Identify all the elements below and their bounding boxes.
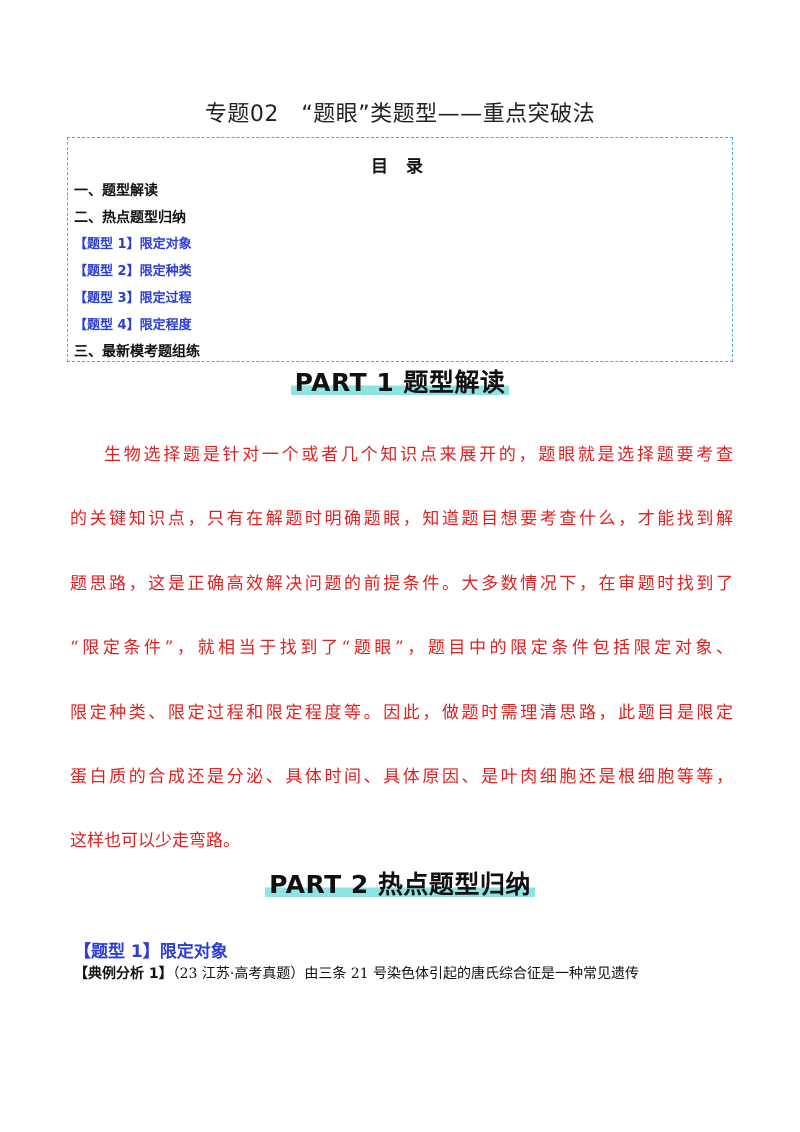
table-of-contents: 目 录 一、题型解读 二、热点题型归纳 【题型 1】限定对象 【题型 2】限定种… <box>67 137 733 362</box>
toc-item-type-4[interactable]: 【题型 4】限定程度 <box>74 318 192 333</box>
toc-item-section-2[interactable]: 二、热点题型归纳 <box>74 210 186 226</box>
intro-line: 限定种类、限定过程和限定程度等。因此，做题时需理清思路，此题目是限定 <box>70 703 733 723</box>
toc-item-type-2[interactable]: 【题型 2】限定种类 <box>74 264 192 279</box>
type1-heading: 【题型 1】限定对象 <box>74 942 228 962</box>
intro-line: 的关键知识点，只有在解题时明确题眼，知道题目想要考查什么，才能找到解 <box>70 509 733 529</box>
part1-banner: PART 1 题型解读 <box>0 368 800 398</box>
example-analysis-line: 【典例分析 1】（23 江苏·高考真题）由三条 21 号染色体引起的唐氏综合征是… <box>74 963 639 983</box>
document-title: 专题02 “题眼”类题型——重点突破法 <box>204 102 596 127</box>
toc-item-type-1[interactable]: 【题型 1】限定对象 <box>74 237 192 252</box>
intro-line: 生物选择题是针对一个或者几个知识点来展开的，题眼就是选择题要考查 <box>104 445 733 465</box>
part1-banner-text: PART 1 题型解读 <box>290 368 510 398</box>
toc-item-type-3[interactable]: 【题型 3】限定过程 <box>74 291 192 306</box>
part2-banner: PART 2 热点题型归纳 <box>0 870 800 900</box>
toc-item-section-3[interactable]: 三、最新模考题组练 <box>74 344 200 360</box>
part2-banner-text: PART 2 热点题型归纳 <box>265 870 535 900</box>
intro-line: 题思路，这是正确高效解决问题的前提条件。大多数情况下，在审题时找到了 <box>70 574 733 594</box>
example-label: 【典例分析 1】 <box>74 966 173 982</box>
toc-heading: 目 录 <box>371 157 429 177</box>
toc-item-section-1[interactable]: 一、题型解读 <box>74 183 158 199</box>
intro-line: “限定条件”，就相当于找到了“题眼”，题目中的限定条件包括限定对象、 <box>70 638 733 658</box>
intro-line: 蛋白质的合成还是分泌、具体时间、具体原因、是叶肉细胞还是根细胞等等， <box>70 767 733 787</box>
intro-line: 这样也可以少走弯路。 <box>70 831 240 851</box>
example-text: （23 江苏·高考真题）由三条 21 号染色体引起的唐氏综合征是一种常见遗传 <box>172 966 640 982</box>
